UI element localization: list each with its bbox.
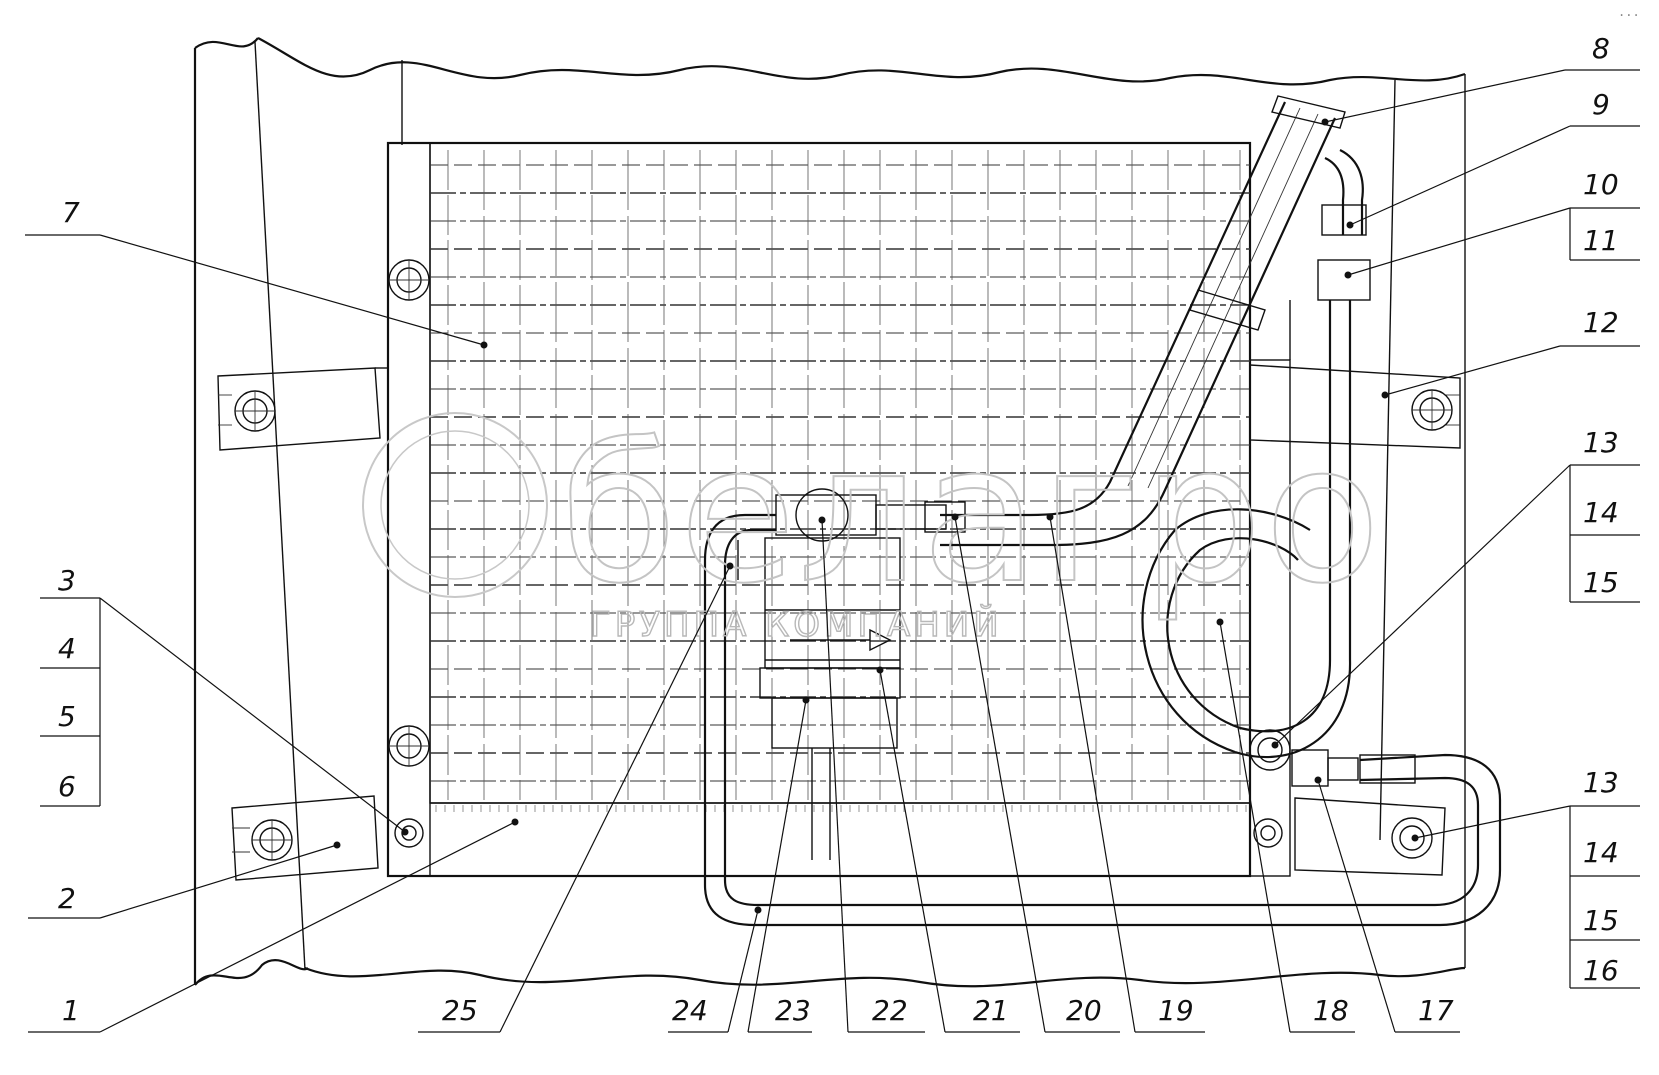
callout-12: 12 xyxy=(1583,306,1619,339)
callout-20: 20 xyxy=(1066,994,1102,1027)
bolt-right-mid xyxy=(1249,729,1291,771)
callout-18: 18 xyxy=(1313,994,1349,1027)
callout-15-bottom: 15 xyxy=(1583,904,1619,937)
bolt-right-bottom xyxy=(1253,818,1283,848)
callout-labels: 7 3 4 5 6 2 1 8 9 10 11 12 13 14 15 13 1… xyxy=(58,32,1619,1027)
callout-6: 6 xyxy=(58,770,76,803)
watermark: белагро ГРУППА КОМПАНИЙ xyxy=(362,403,1383,646)
background-panel xyxy=(257,37,1466,988)
callout-11: 11 xyxy=(1583,224,1619,257)
callout-14-bottom: 14 xyxy=(1583,836,1619,869)
callout-19: 19 xyxy=(1158,994,1194,1027)
callout-7: 7 xyxy=(62,196,80,229)
callout-23: 23 xyxy=(775,994,811,1027)
right-upper-bracket xyxy=(1249,364,1461,449)
callout-16: 16 xyxy=(1583,954,1619,987)
callout-2: 2 xyxy=(58,882,76,915)
core-fins xyxy=(435,150,1247,812)
receiver-drier xyxy=(759,488,966,860)
left-frame-beam xyxy=(193,37,309,986)
right-lower-bracket xyxy=(1294,797,1446,876)
callout-10: 10 xyxy=(1583,168,1619,201)
left-lower-bracket xyxy=(231,795,379,881)
callout-8: 8 xyxy=(1592,32,1610,65)
callout-9: 9 xyxy=(1592,88,1610,121)
callout-22: 22 xyxy=(872,994,908,1027)
leader-dots xyxy=(333,118,1419,914)
callout-4: 4 xyxy=(58,632,76,665)
watermark-brand: белагро xyxy=(560,404,1383,625)
bolt-right-lower-bracket xyxy=(1391,817,1433,859)
callout-14-top: 14 xyxy=(1583,496,1619,529)
leader-lines xyxy=(25,69,1640,1033)
bolt-left-upper-bracket xyxy=(234,390,276,432)
bolt-left-bottom xyxy=(394,818,424,848)
outlet-pipe xyxy=(703,513,1502,927)
callout-21: 21 xyxy=(973,994,1009,1027)
callout-24: 24 xyxy=(672,994,708,1027)
callout-3: 3 xyxy=(58,564,76,597)
inlet-pipe xyxy=(940,95,1346,547)
left-upper-bracket xyxy=(217,367,388,451)
corner-mark: ... xyxy=(1618,5,1640,19)
bolt-right-upper-bracket xyxy=(1411,389,1453,431)
watermark-subtitle: ГРУППА КОМПАНИЙ xyxy=(590,604,1003,645)
callout-13-bottom: 13 xyxy=(1583,766,1619,799)
callout-25: 25 xyxy=(442,994,478,1027)
bolt-left-top xyxy=(388,259,430,301)
bolt-left-mid xyxy=(388,725,430,767)
callout-5: 5 xyxy=(58,700,76,733)
callout-17: 17 xyxy=(1418,994,1454,1027)
callout-1: 1 xyxy=(62,994,80,1027)
return-pipe-loop xyxy=(1141,149,1371,759)
callout-13-top: 13 xyxy=(1583,426,1619,459)
bolt-left-lower-bracket xyxy=(251,819,293,861)
callout-15-top: 15 xyxy=(1583,566,1619,599)
